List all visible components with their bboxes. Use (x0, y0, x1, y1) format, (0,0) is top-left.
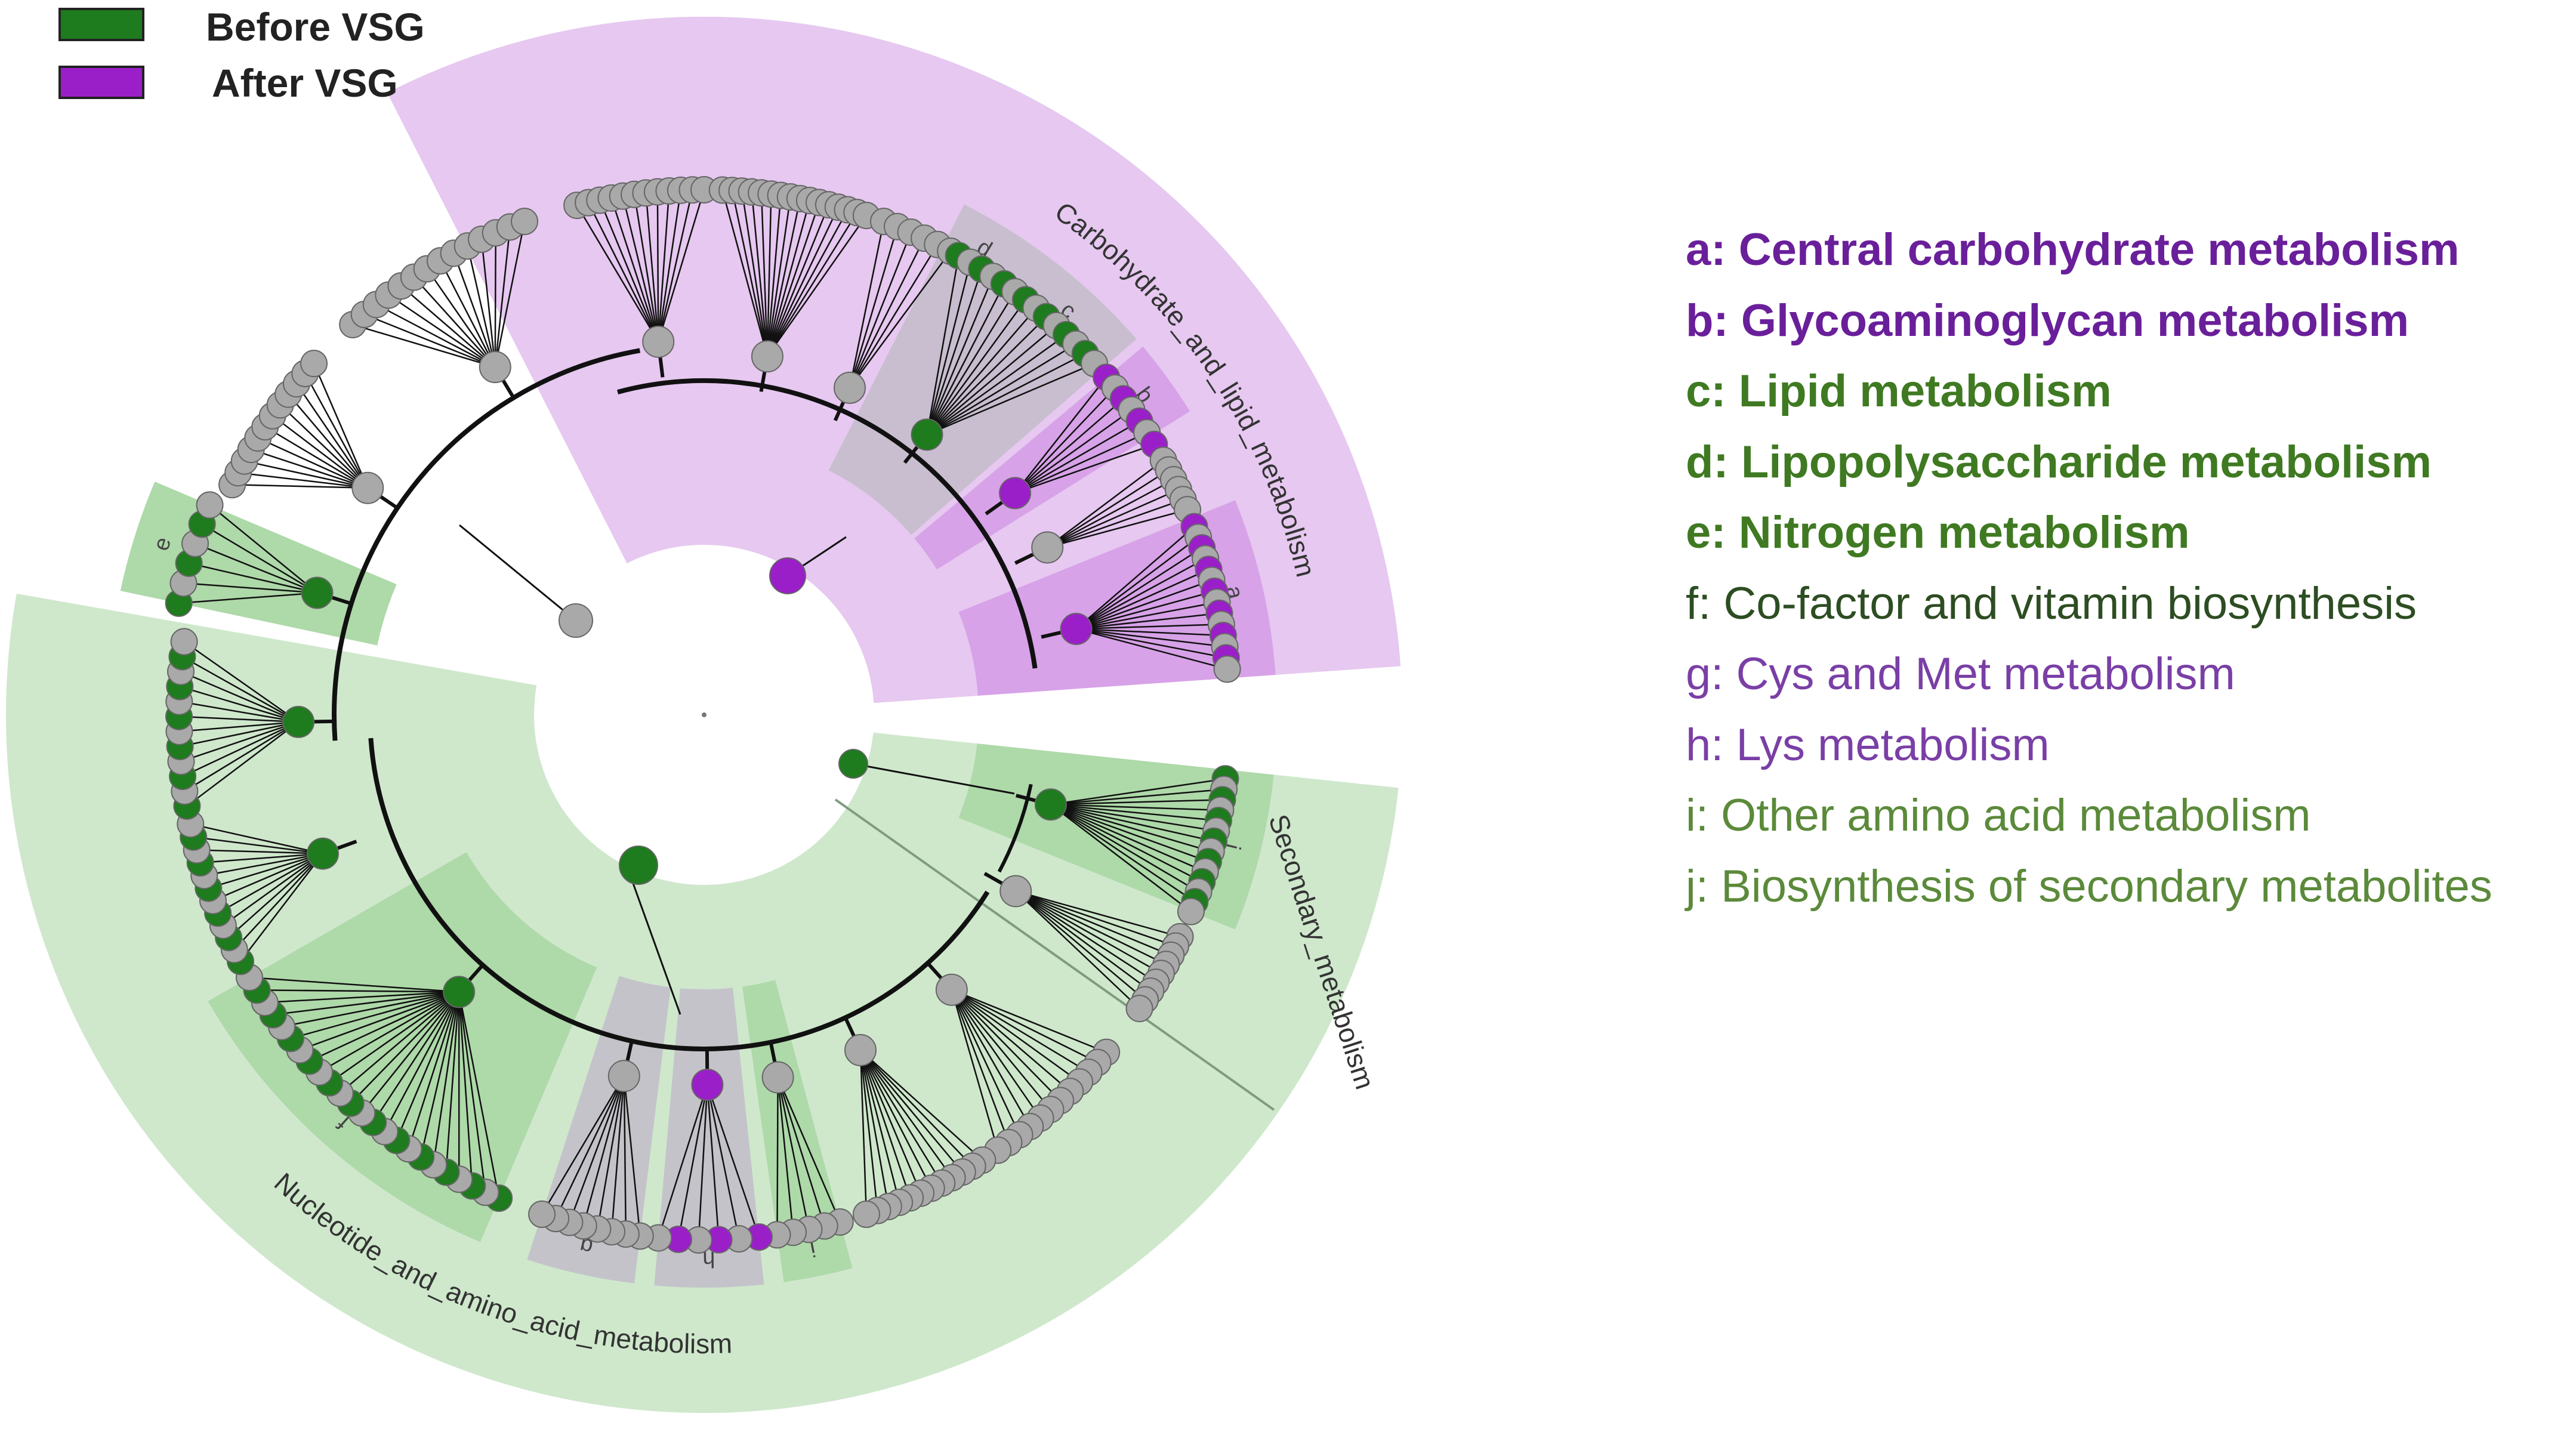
tree-inner-node (936, 974, 967, 1005)
tree-inner-node (763, 1062, 794, 1093)
tree-inner-node (1035, 789, 1066, 820)
legend-label-after: After VSG (212, 61, 398, 105)
tree-inner-node (643, 326, 674, 357)
key-item-b: b: Glycoaminoglycan metabolism (1686, 286, 2492, 357)
tree-inner-node (307, 838, 338, 869)
key-item-h: h: Lys metabolism (1686, 710, 2492, 781)
tree-spoke (777, 1078, 778, 1235)
tree-inner-node (301, 578, 332, 609)
key-item-f: f: Co-factor and vitamin biosynthesis (1686, 569, 2492, 640)
legend-label-before: Before VSG (206, 5, 425, 49)
tree-inner-node (609, 1060, 640, 1091)
tree-spoke (377, 304, 495, 367)
key-item-a: a: Central carbohydrate metabolism (1686, 215, 2492, 286)
tree-branch (459, 525, 576, 621)
tree-inner-node (1032, 532, 1063, 563)
tree-leaf (529, 1201, 555, 1227)
tree-leaf (1178, 899, 1204, 925)
tree-inner-node (352, 473, 383, 504)
tree-spoke (314, 363, 368, 488)
tree-inner-node (692, 1069, 723, 1100)
tree-leaf (301, 350, 327, 377)
key-item-i: i: Other amino acid metabolism (1686, 780, 2492, 851)
tree-spoke (414, 277, 495, 368)
tree-inner-node (443, 976, 474, 1007)
tree-spoke (495, 233, 496, 367)
key-item-c: c: Lipid metabolism (1686, 356, 2492, 427)
tree-leaf (197, 492, 223, 518)
legend-swatch-before (60, 9, 143, 40)
key-item-g: g: Cys and Met metabolism (1686, 639, 2492, 710)
tree-leaf (1214, 656, 1241, 682)
tree-spoke (280, 405, 368, 487)
tree-inner-node (845, 1035, 876, 1066)
tree-inner-node (1000, 875, 1031, 906)
legend-swatch-after (60, 67, 143, 98)
tree-clade-root (839, 749, 868, 778)
tree-clade-root (619, 846, 658, 884)
tree-leaf (171, 629, 198, 655)
tree-inner-node (912, 419, 943, 450)
key-item-e: e: Nitrogen metabolism (1686, 498, 2492, 569)
tree-leaf (1127, 995, 1153, 1022)
tree-inner-node (480, 351, 511, 382)
tree-inner-node (283, 706, 314, 738)
tree-root (702, 712, 707, 717)
tree-leaf (511, 208, 538, 235)
tree-inner-node (999, 477, 1031, 508)
clade-key: a: Central carbohydrate metabolism b: Gl… (1686, 215, 2492, 922)
key-item-d: d: Lipopolysaccharide metabolism (1686, 427, 2492, 498)
tree-clade-root (770, 558, 806, 594)
tree-inner-node (1061, 613, 1092, 644)
key-item-j: j: Biosynthesis of secondary metabolites (1686, 851, 2492, 922)
tree-clade-root (559, 604, 593, 637)
tree-spoke (265, 427, 368, 488)
tree-spoke (353, 325, 495, 367)
tree-inner-node (834, 372, 865, 403)
tree-inner-node (752, 341, 783, 372)
legend: Before VSG After VSG (60, 5, 425, 105)
tree-leaf (853, 1201, 880, 1227)
